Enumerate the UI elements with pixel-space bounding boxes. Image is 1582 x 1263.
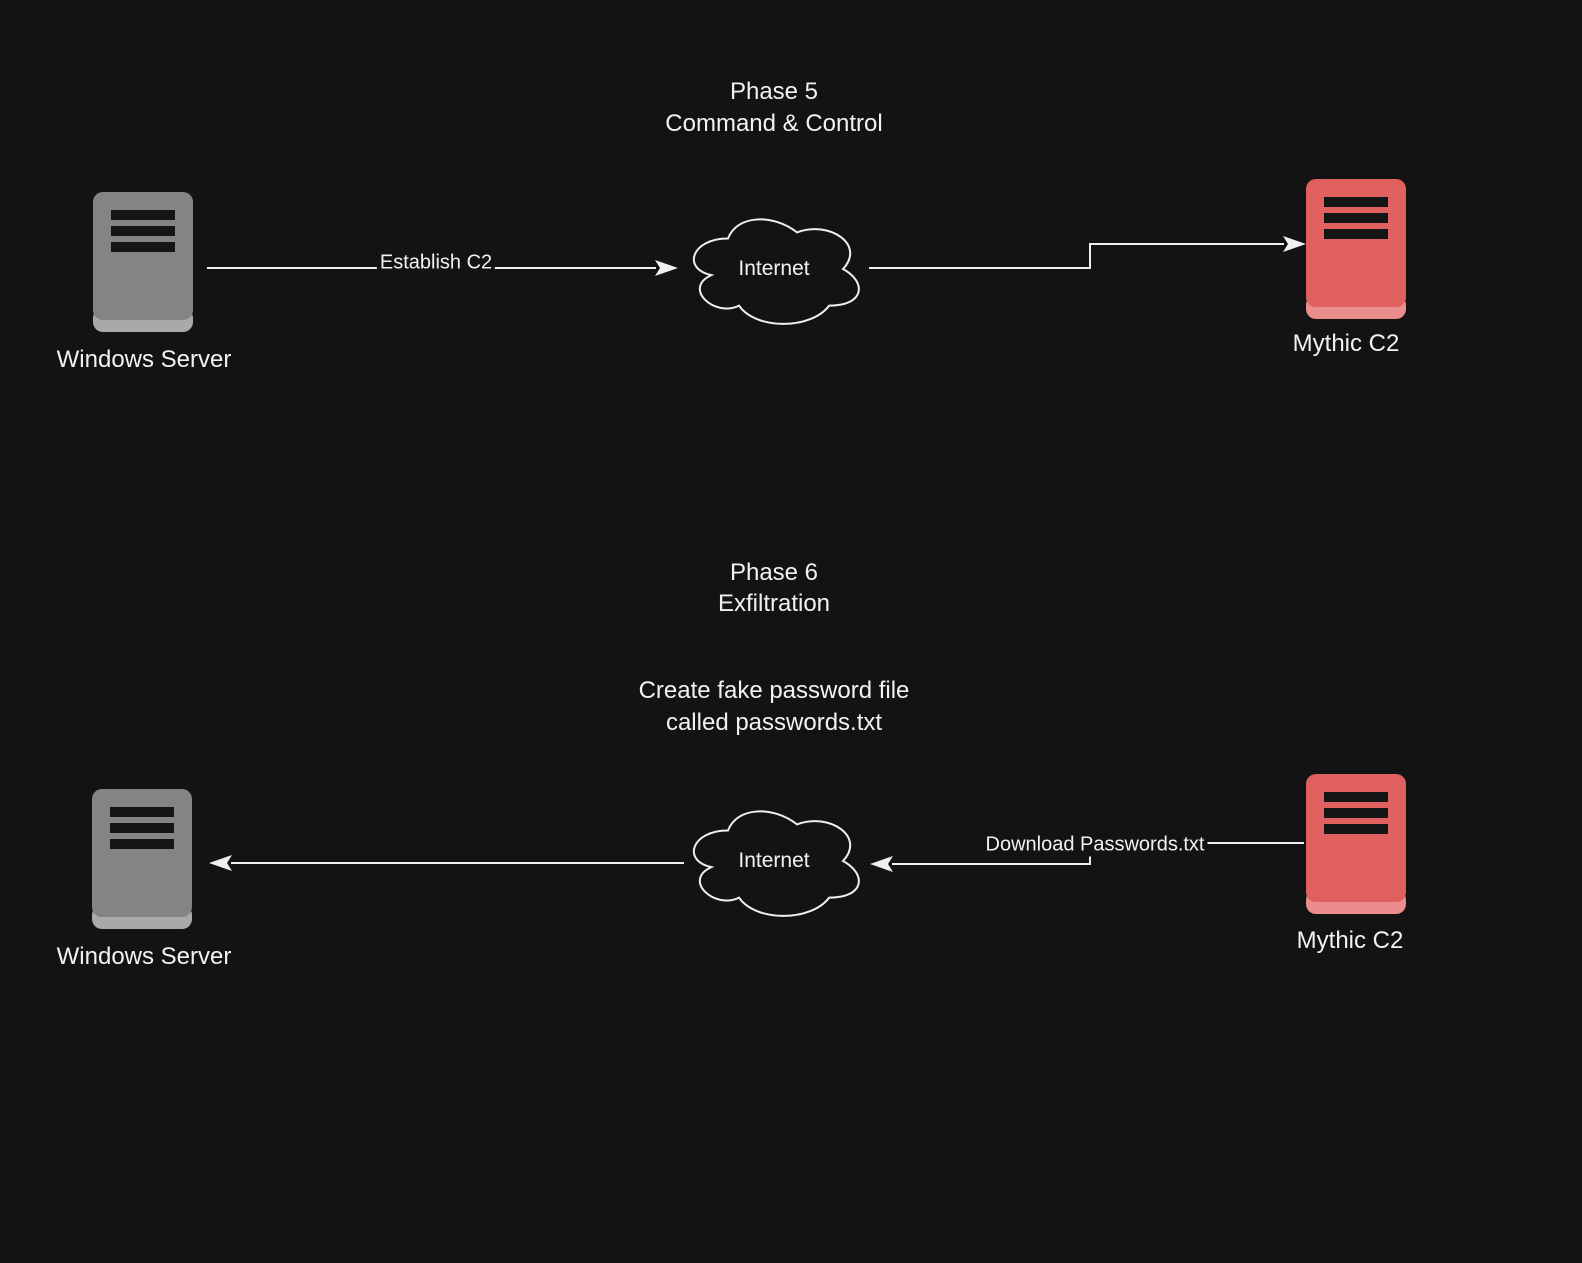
server-slot — [1324, 229, 1388, 239]
phase6-mythic-c2-icon — [1306, 774, 1406, 914]
phase5-internet-cloud-icon — [692, 218, 860, 325]
server-slot — [111, 210, 175, 220]
server-body — [93, 192, 193, 320]
server-slot — [110, 807, 174, 817]
server-slot — [1324, 197, 1388, 207]
phase6-edge-download-label: Download Passwords.txt — [982, 833, 1208, 857]
phase6-title-line1: Phase 6 — [729, 559, 819, 586]
phase5-title-line1: Phase 5 — [729, 78, 819, 105]
server-slot — [1324, 808, 1388, 818]
server-body — [92, 789, 192, 917]
phase6-note-line2: called passwords.txt — [665, 709, 883, 736]
phase6-mythic-label: Mythic C2 — [1296, 927, 1404, 954]
phase5-internet-label: Internet — [738, 257, 810, 280]
server-slot — [110, 839, 174, 849]
server-body — [1306, 774, 1406, 902]
server-body — [1306, 179, 1406, 307]
phase5-windows-server-label: Windows Server — [56, 346, 232, 373]
phase5-title-line2: Command & Control — [665, 110, 883, 137]
phase5-mythic-label: Mythic C2 — [1292, 330, 1400, 357]
server-slot — [111, 242, 175, 252]
phase6-title-line2: Exfiltration — [717, 590, 831, 617]
phase6-windows-server-icon — [92, 789, 192, 929]
phase5-edge-internet-to-mythic — [869, 236, 1306, 269]
phase5-windows-server-icon — [93, 192, 193, 332]
phase6-windows-server-label: Windows Server — [56, 943, 232, 970]
phase6-internet-label: Internet — [738, 849, 810, 872]
phase5-mythic-c2-icon — [1306, 179, 1406, 319]
server-slot — [111, 226, 175, 236]
server-slot — [1324, 792, 1388, 802]
server-slot — [110, 823, 174, 833]
phase5-edge-establish-label: Establish C2 — [376, 251, 496, 275]
phase6-internet-cloud-icon — [692, 810, 860, 917]
phase6-note-line1: Create fake password file — [638, 677, 910, 704]
server-slot — [1324, 213, 1388, 223]
server-slot — [1324, 824, 1388, 834]
